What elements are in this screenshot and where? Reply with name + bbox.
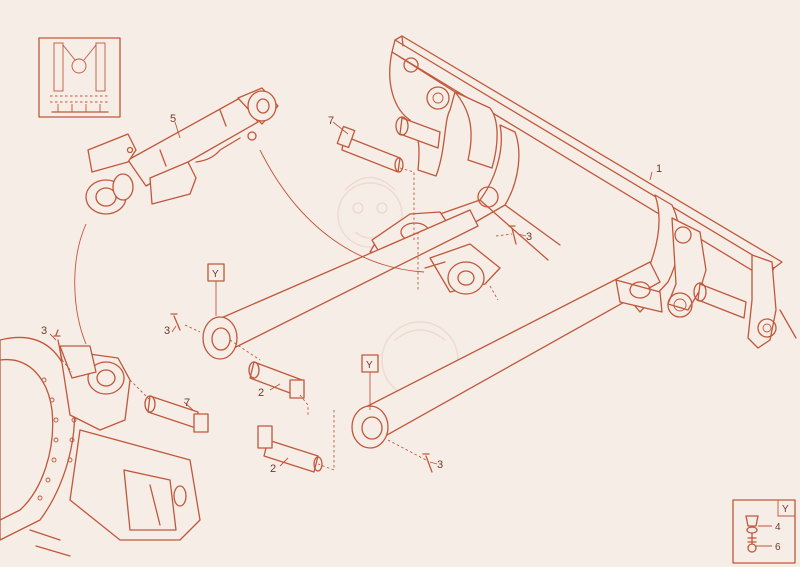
- pin-lower-2b: [257, 425, 323, 473]
- callout-7-left: 7: [184, 397, 190, 409]
- callout-2-upper: 2: [258, 387, 264, 399]
- callout-3-left: 3: [41, 325, 47, 337]
- lower-arms: [202, 209, 663, 449]
- machine-thumbnail: [38, 37, 121, 118]
- watermark-mascot: [337, 176, 459, 399]
- detail-inset-y: Y 4 6: [732, 499, 796, 564]
- pin-lower-2a: [248, 361, 305, 399]
- detail-callout-6: 6: [775, 542, 781, 553]
- callout-5: 5: [170, 113, 176, 125]
- chassis-turntable: [0, 336, 201, 557]
- marker-y-left-label: Y: [212, 269, 219, 280]
- callout-7-top: 7: [328, 115, 334, 127]
- marker-y-right: Y: [361, 354, 379, 410]
- leader-lines: [49, 121, 653, 467]
- bolt-set: [53, 225, 517, 473]
- detail-inset-marker: Y: [782, 504, 789, 515]
- callout-3-pivot: 3: [526, 231, 532, 243]
- callout-1: 1: [656, 163, 662, 175]
- pin-top-7: [336, 125, 404, 173]
- callout-2-lower: 2: [270, 463, 276, 475]
- hydraulic-cylinder: [85, 87, 279, 215]
- callout-3-arm-right: 3: [437, 459, 443, 471]
- marker-y-right-label: Y: [366, 360, 373, 371]
- alignment-lines: [61, 149, 513, 471]
- pin-left-7: [144, 395, 209, 433]
- callout-3-arm-left: 3: [164, 325, 170, 337]
- marker-y-left: Y: [207, 263, 225, 316]
- rod-end-at-pivot: [424, 243, 501, 301]
- detail-callout-4: 4: [775, 522, 781, 533]
